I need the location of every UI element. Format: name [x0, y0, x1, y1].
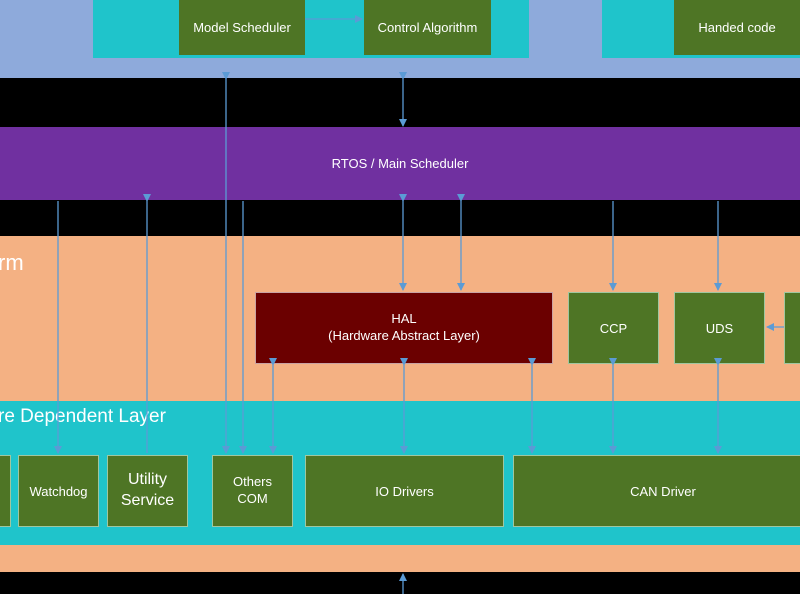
bottom-band — [0, 545, 800, 572]
utility-label-line2: Service — [120, 492, 175, 509]
ccp-label: CCP — [599, 320, 628, 336]
handed-code-label: Handed code — [698, 20, 776, 35]
offscreen-block — [784, 292, 800, 364]
hal-subtitle: (Hardware Abstract Layer) — [328, 328, 480, 343]
control-algorithm-label: Control Algorithm — [377, 20, 478, 35]
hal-title: HAL — [391, 311, 417, 327]
uds-block: UDS — [674, 292, 765, 364]
watchdog-block: Watchdog — [18, 455, 99, 527]
others-label-line2: COM — [237, 491, 268, 506]
can-driver-block: CAN Driver — [513, 455, 800, 527]
control-algorithm-block: Control Algorithm — [364, 0, 491, 55]
uds-label: UDS — [705, 320, 734, 336]
hw-dependent-title: re Dependent Layer — [0, 406, 166, 427]
model-scheduler-block: Model Scheduler — [179, 0, 305, 55]
others-label-line1: Others — [232, 474, 272, 490]
hal-block: HAL (Hardware Abstract Layer) — [255, 292, 553, 364]
io-drivers-label: IO Drivers — [375, 483, 434, 499]
rtos-label: RTOS / Main Scheduler — [331, 156, 469, 171]
platform-title: rm — [0, 250, 24, 275]
utility-label-line1: Utility — [127, 471, 168, 489]
others-com-block: Others COM — [212, 455, 293, 527]
utility-service-block: Utility Service — [107, 455, 188, 527]
ccp-block: CCP — [568, 292, 659, 364]
rtos-band: RTOS / Main Scheduler — [0, 127, 800, 200]
can-driver-label: CAN Driver — [630, 483, 696, 499]
watchdog-label: Watchdog — [29, 483, 88, 499]
handed-code-block: Handed code — [674, 0, 800, 55]
io-drivers-block: IO Drivers — [305, 455, 504, 527]
model-scheduler-label: Model Scheduler — [193, 20, 291, 35]
offscreen-left-block — [0, 455, 11, 527]
